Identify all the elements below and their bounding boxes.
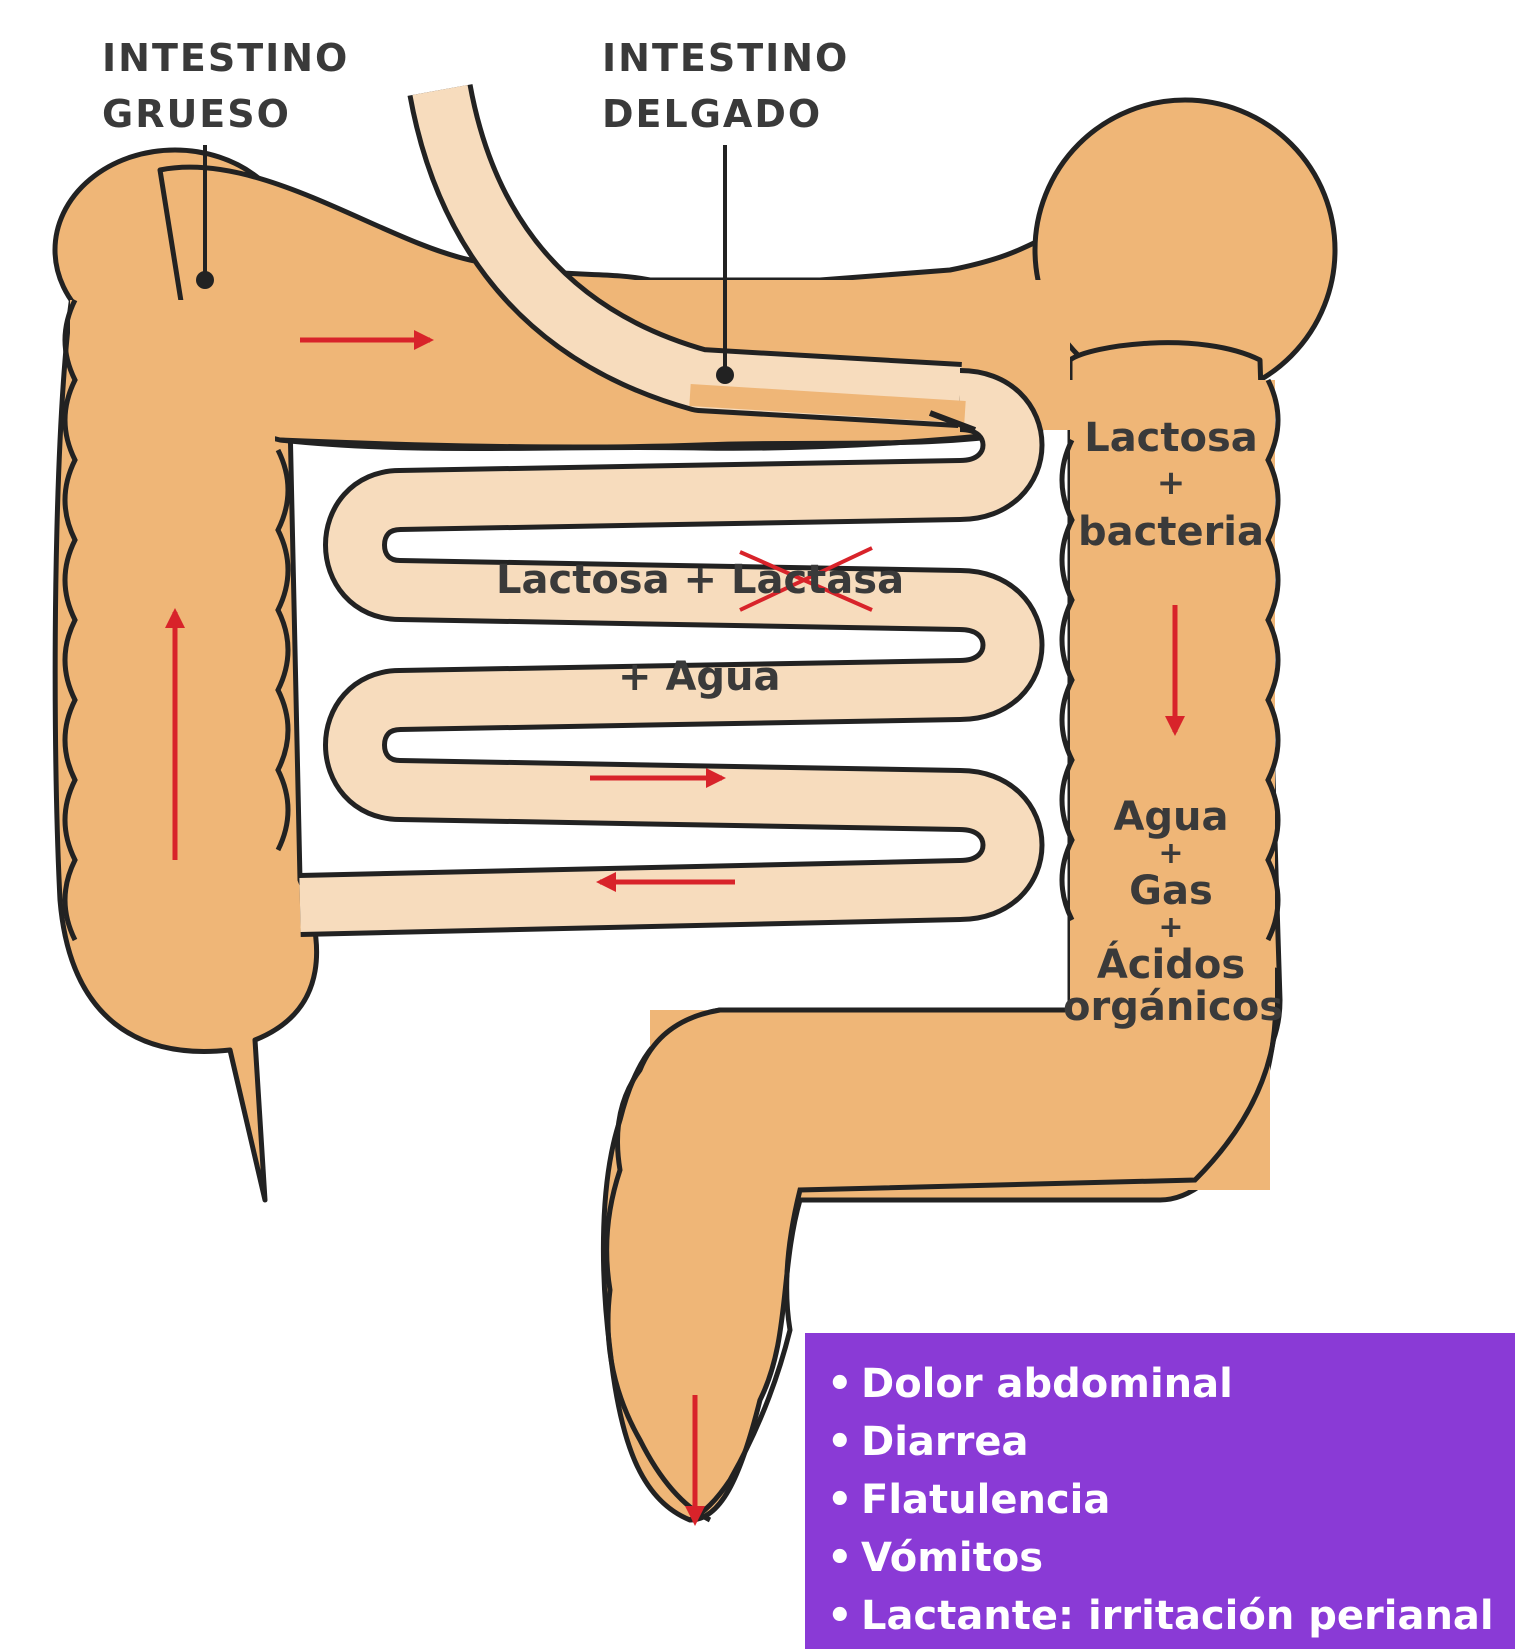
label-line: DELGADO bbox=[602, 86, 849, 142]
lactase-crossed-text: Lactasa bbox=[731, 557, 904, 603]
label-line: INTESTINO bbox=[102, 30, 349, 86]
label-intestino-grueso: INTESTINO GRUESO bbox=[102, 30, 349, 142]
colon-text-line: bacteria bbox=[1075, 512, 1267, 560]
colon-output-text: Agua + Gas + Ácidos orgánicos bbox=[1063, 797, 1279, 1029]
colon-text-line: Lactosa bbox=[1075, 418, 1267, 466]
colon-text-line: Gas bbox=[1063, 871, 1279, 913]
small-intestine-reaction-line2: + Agua bbox=[618, 654, 781, 700]
small-intestine bbox=[300, 90, 1013, 905]
symptom-item: Vómitos bbox=[827, 1529, 1515, 1587]
label-intestino-delgado: INTESTINO DELGADO bbox=[602, 30, 849, 142]
colon-text-line: + bbox=[1063, 913, 1279, 945]
colon-text-line: orgánicos bbox=[1063, 987, 1279, 1029]
symptom-item: Dolor abdominal bbox=[827, 1355, 1515, 1413]
colon-text-line: + bbox=[1075, 466, 1267, 512]
symptom-box: Dolor abdominal Diarrea Flatulencia Vómi… bbox=[805, 1333, 1515, 1649]
colon-text-line: Agua bbox=[1063, 797, 1279, 839]
colon-text-line: + bbox=[1063, 839, 1279, 871]
symptom-item: Flatulencia bbox=[827, 1471, 1515, 1529]
symptom-item: Lactante: irritación perianal bbox=[827, 1587, 1515, 1645]
label-line: GRUESO bbox=[102, 86, 349, 142]
symptom-item: Diarrea bbox=[827, 1413, 1515, 1471]
colon-input-text: Lactosa + bacteria bbox=[1075, 418, 1267, 560]
small-intestine-reaction-line1: Lactosa + Lactasa bbox=[496, 557, 904, 603]
symptom-list: Dolor abdominal Diarrea Flatulencia Vómi… bbox=[827, 1355, 1515, 1645]
lactose-text: Lactosa + bbox=[496, 557, 731, 603]
label-line: INTESTINO bbox=[602, 30, 849, 86]
colon-text-line: Ácidos bbox=[1063, 945, 1279, 987]
